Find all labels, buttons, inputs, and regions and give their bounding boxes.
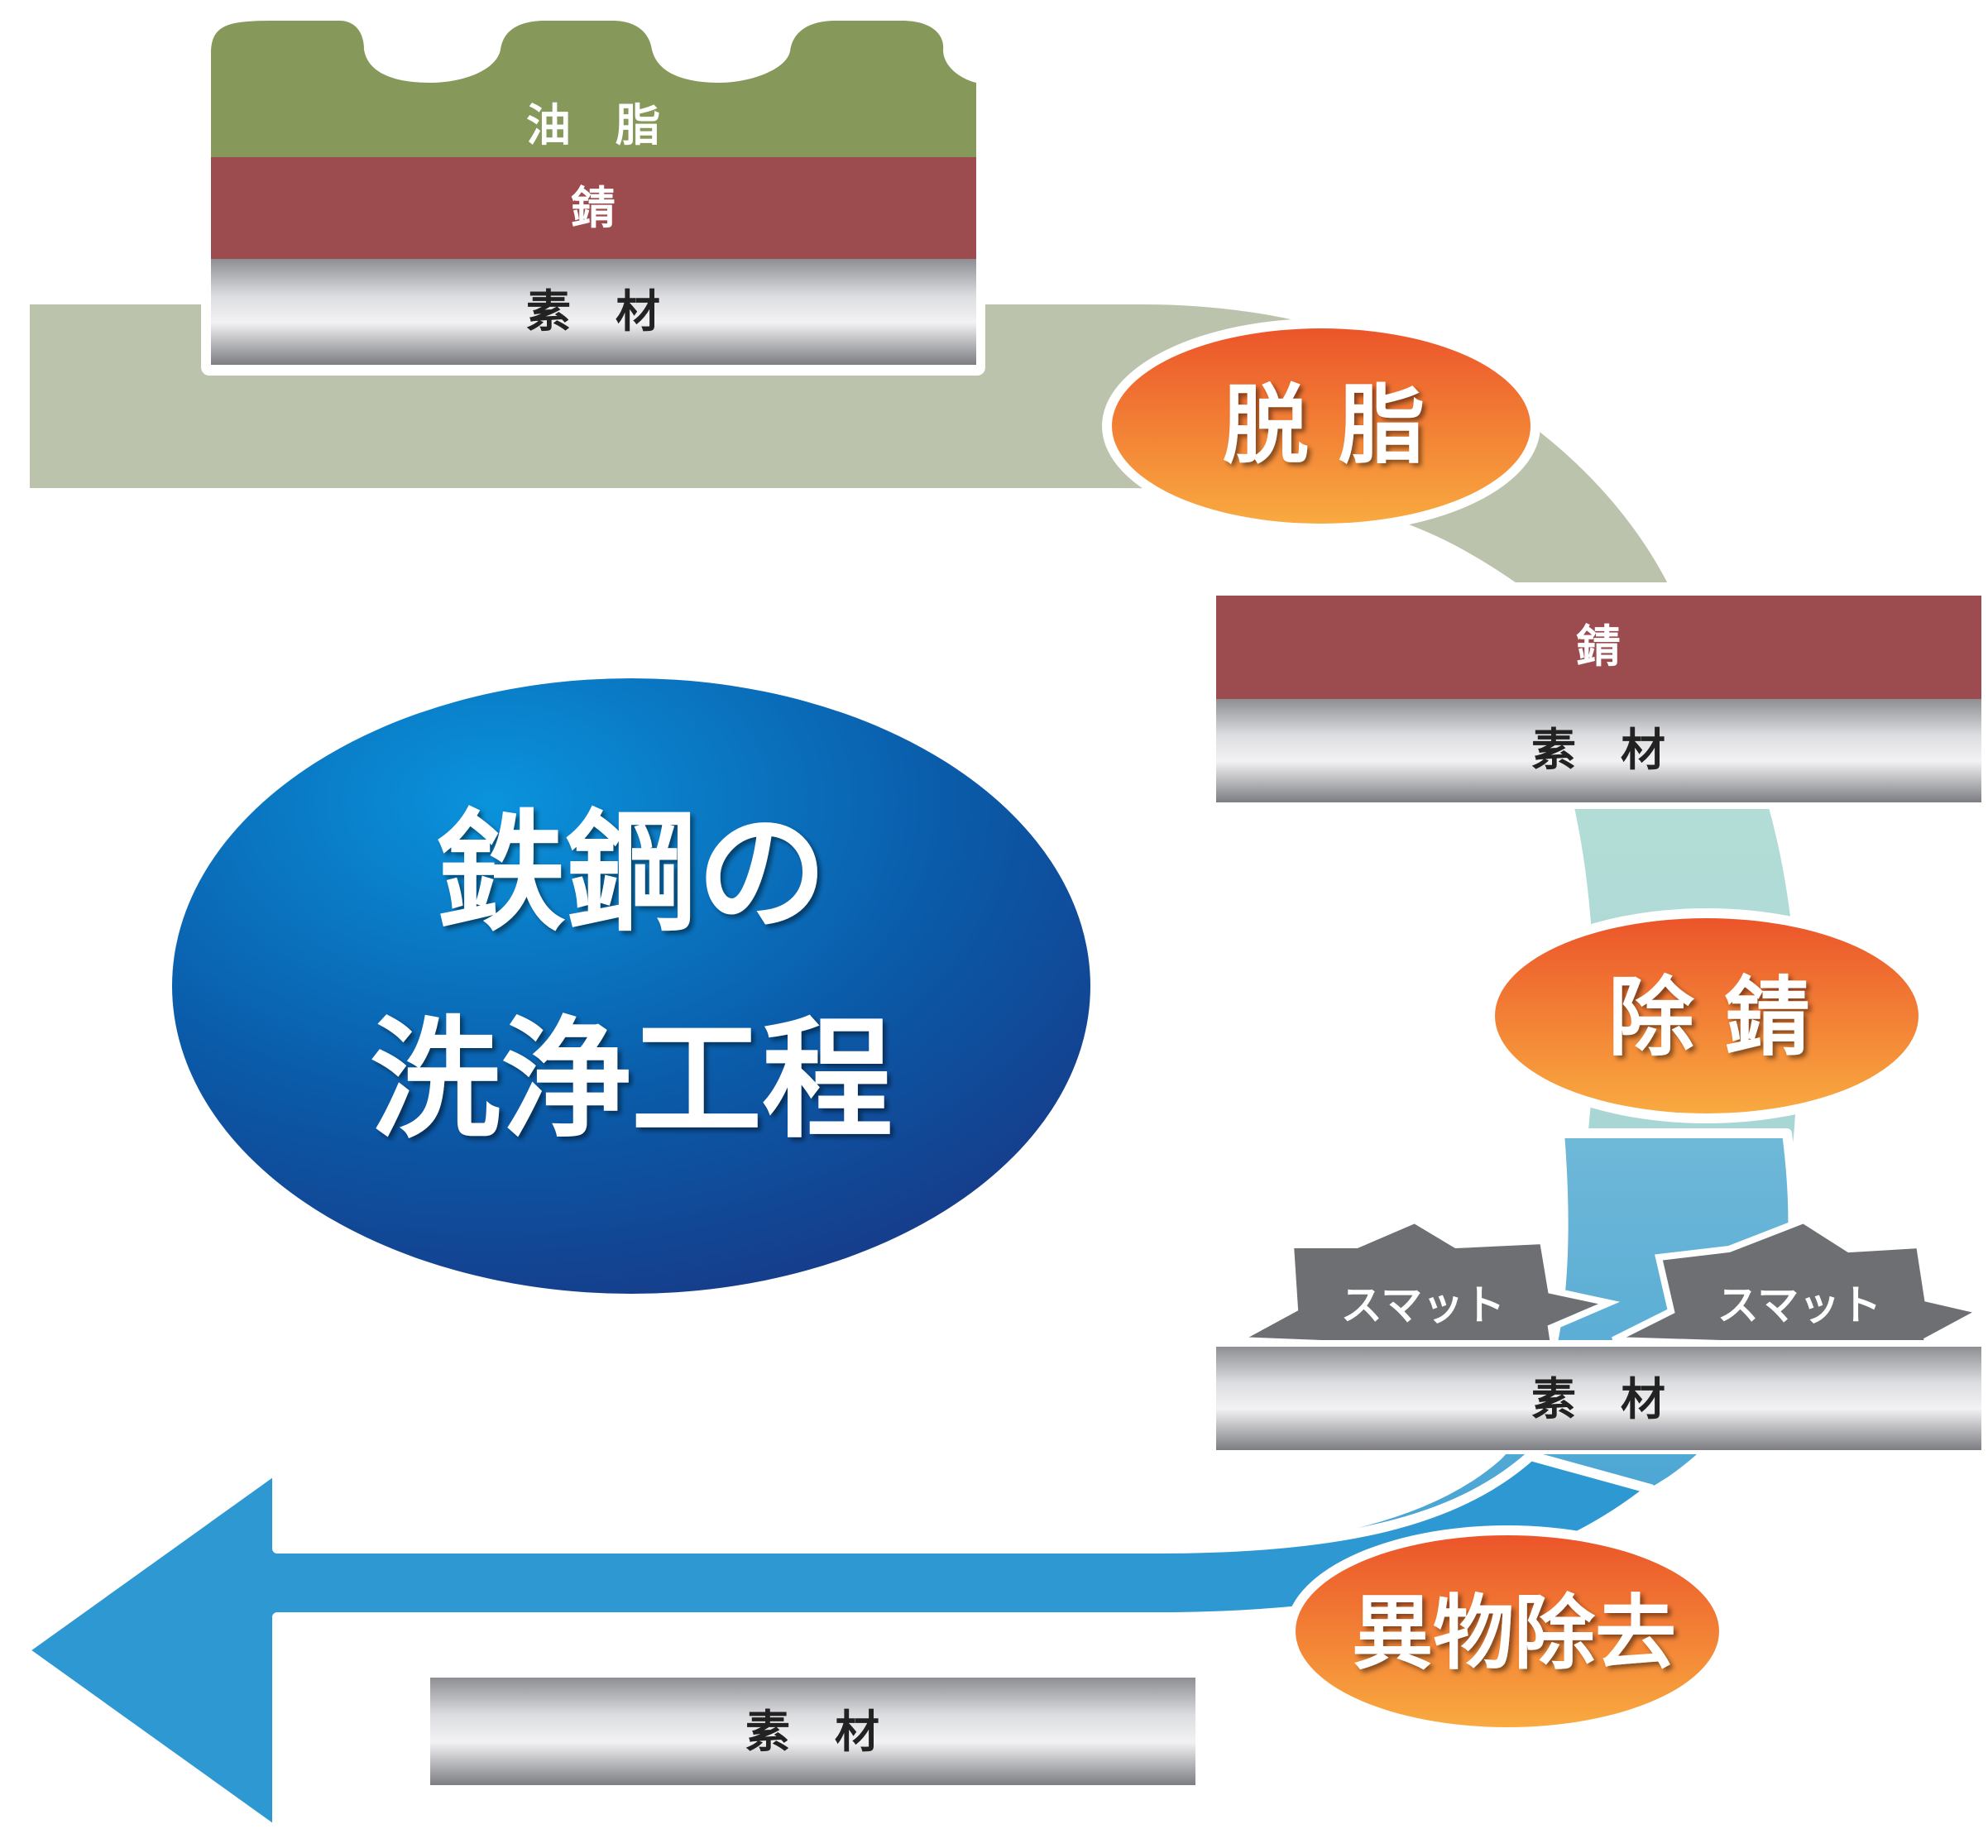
- rust-layer-label: 錆: [571, 182, 616, 234]
- base-material-label: 素 材: [745, 1706, 879, 1758]
- step-degrease-label: 脱 脂: [1223, 375, 1425, 476]
- title-line1: 鉄鋼の: [435, 797, 827, 950]
- smut-label-left: スマット: [1341, 1281, 1506, 1329]
- step-derust: 除 錆: [1485, 908, 1928, 1123]
- smut-label-right: スマット: [1717, 1281, 1882, 1329]
- base-material-label: 素 材: [1531, 724, 1665, 776]
- base-material: [211, 259, 976, 365]
- stage-after-degrease: 錆 素 材: [1212, 589, 1981, 809]
- stage-initial: 油 脂 錆 素 材: [201, 15, 985, 376]
- step-foreign-removal: 異物除去: [1286, 1525, 1729, 1737]
- base-material: [430, 1678, 1195, 1785]
- base-material-label: 素 材: [526, 285, 660, 338]
- base-material: [1216, 1347, 1981, 1450]
- stage-final: 素 材: [422, 1669, 1204, 1795]
- rust-layer: [1216, 596, 1981, 699]
- rust-layer-label: 錆: [1576, 620, 1621, 673]
- base-material: [1216, 699, 1981, 802]
- stage-after-derust: スマット スマット 素 材: [1212, 1216, 1988, 1454]
- oil-layer: [211, 21, 976, 157]
- step-foreign-removal-label: 異物除去: [1352, 1587, 1676, 1681]
- flow-arrow: [18, 1451, 1655, 1837]
- base-material-label: 素 材: [1531, 1373, 1665, 1425]
- step-degrease: 脱 脂: [1102, 318, 1540, 534]
- title-badge: 鉄鋼の 洗浄工程: [172, 678, 1090, 1294]
- title-line2: 洗浄工程: [370, 1004, 893, 1156]
- step-derust-label: 除 錆: [1608, 967, 1810, 1068]
- rust-layer: [211, 157, 976, 259]
- oil-layer-label: 油 脂: [526, 99, 660, 151]
